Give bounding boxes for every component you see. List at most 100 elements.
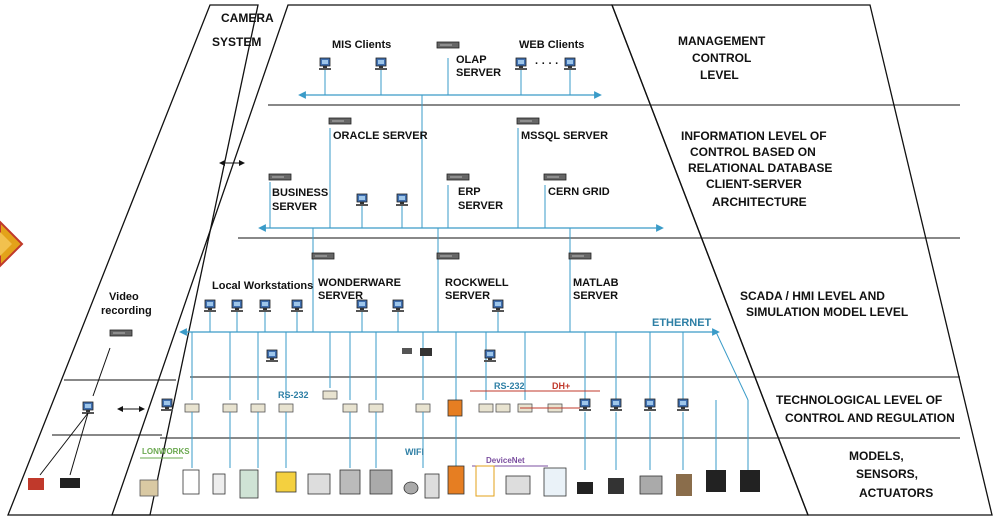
local-workstation-pc-icon (290, 299, 304, 313)
mssql-server-icon (516, 117, 540, 125)
svg-text:MANAGEMENT: MANAGEMENT (678, 34, 766, 48)
device-icon (706, 470, 726, 492)
device-icon (639, 475, 663, 495)
camera-device-icon (402, 348, 412, 354)
device-icon (676, 474, 692, 496)
web-clients-label: WEB Clients (519, 39, 584, 51)
rockwell-label-line2: SERVER (445, 290, 490, 302)
svg-text:CONTROL: CONTROL (692, 51, 751, 65)
information-network (258, 95, 664, 232)
mssql-label: MSSQL SERVER (521, 130, 608, 142)
devicenet-label: DeviceNet (486, 456, 525, 465)
device-icon (307, 473, 331, 495)
web-client-pc-icon (563, 57, 577, 71)
device-icon (577, 482, 593, 494)
plc-icon (278, 403, 294, 413)
local-workstation-pc-icon (203, 299, 217, 313)
svg-text:CLIENT-SERVER: CLIENT-SERVER (706, 177, 802, 191)
matlab-server-icon (568, 252, 592, 260)
svg-text:MODELS,: MODELS, (849, 449, 904, 463)
olap-label-line1: OLAP (456, 54, 487, 66)
video-label-line2: recording (101, 305, 152, 317)
web-clients-dots: · · · · (535, 58, 559, 70)
svg-text:CONTROL AND REGULATION: CONTROL AND REGULATION (785, 411, 955, 425)
web-client-pc-icon (514, 57, 528, 71)
business-server-icon (268, 173, 292, 181)
plc-icon (342, 403, 358, 413)
pc-icon (265, 349, 279, 363)
pc-icon (609, 398, 623, 412)
level-information: INFORMATION LEVEL OF CONTROL BASED ON RE… (681, 129, 832, 209)
robot-arm-icon (447, 465, 465, 495)
pyramid-frame (111, 4, 960, 516)
plc-icon (495, 403, 511, 413)
oracle-server-icon (328, 117, 352, 125)
rs232-right-label: RS-232 (494, 381, 525, 391)
device-icon (740, 470, 760, 492)
erp-label-line1: ERP (458, 186, 481, 198)
video-label-line1: Video (109, 291, 139, 303)
pc-icon (81, 401, 95, 415)
device-icon (275, 471, 297, 493)
levels-panel (611, 4, 993, 516)
device-icon (182, 469, 200, 495)
ethernet-label: ETHERNET (652, 317, 712, 329)
pc-icon (578, 398, 592, 412)
svg-text:SCADA / HMI LEVEL AND: SCADA / HMI LEVEL AND (740, 289, 885, 303)
plc-icon (184, 403, 200, 413)
rockwell-server-icon (436, 252, 460, 260)
svg-text:LEVEL: LEVEL (700, 68, 739, 82)
wonderware-label-line1: WONDERWARE (318, 277, 401, 289)
pc-icon (643, 398, 657, 412)
pc-icon (483, 349, 497, 363)
mis-clients-label: MIS Clients (332, 39, 391, 51)
device-icon (239, 469, 259, 499)
pc-icon (355, 193, 369, 207)
business-label-line1: BUSINESS (272, 187, 328, 199)
mis-client-pc-icon (318, 57, 332, 71)
plc-icon (222, 403, 238, 413)
plc-icon (250, 403, 266, 413)
plc-icon (478, 403, 494, 413)
svg-text:INFORMATION LEVEL OF: INFORMATION LEVEL OF (681, 129, 827, 143)
erp-server-icon (446, 173, 470, 181)
olap-label-line2: SERVER (456, 67, 501, 79)
oracle-label: ORACLE SERVER (333, 130, 428, 142)
plc-icon (322, 390, 338, 400)
svg-text:ACTUATORS: ACTUATORS (859, 486, 933, 500)
camera-icon (28, 478, 44, 490)
camera-icon (60, 478, 80, 488)
pc-icon (491, 299, 505, 313)
cern-grid-icon (543, 173, 567, 181)
level-scada: SCADA / HMI LEVEL AND SIMULATION MODEL L… (740, 289, 908, 319)
control-network (81, 331, 749, 417)
plc-icon (368, 403, 384, 413)
matlab-label-line1: MATLAB (573, 277, 619, 289)
level-management: MANAGEMENT CONTROL LEVEL (678, 34, 766, 82)
svg-text:ARCHITECTURE: ARCHITECTURE (712, 195, 807, 209)
device-icon (475, 465, 495, 497)
svg-text:TECHNOLOGICAL LEVEL OF: TECHNOLOGICAL LEVEL OF (776, 393, 942, 407)
erp-label-line2: SERVER (458, 200, 503, 212)
pc-icon (395, 193, 409, 207)
camera-title-line2: SYSTEM (212, 35, 261, 49)
matlab-label-line2: SERVER (573, 290, 618, 302)
mis-client-pc-icon (374, 57, 388, 71)
svg-text:SIMULATION MODEL LEVEL: SIMULATION MODEL LEVEL (746, 305, 908, 319)
device-icon (608, 478, 624, 494)
level-technological: TECHNOLOGICAL LEVEL OF CONTROL AND REGUL… (776, 393, 955, 425)
device-icon (543, 467, 567, 497)
device-icon (403, 481, 419, 495)
pc-icon (160, 398, 174, 412)
business-label-line2: SERVER (272, 201, 317, 213)
management-network (298, 41, 602, 99)
wonderware-server-icon (311, 252, 335, 260)
device-icon (212, 473, 226, 495)
device-icon (369, 469, 393, 495)
level-models: MODELS, SENSORS, ACTUATORS (849, 449, 933, 500)
pc-icon (676, 398, 690, 412)
robot-arm-icon (424, 473, 440, 499)
device-icon (339, 469, 361, 495)
pc-icon (391, 299, 405, 313)
